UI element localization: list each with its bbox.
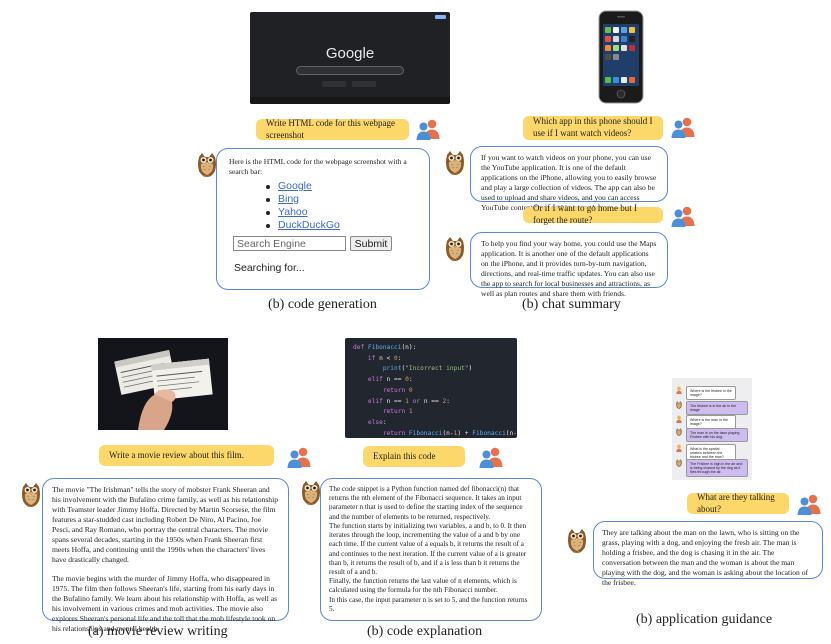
code-line: return Fibonacci(n-1) + Fibonacci(n-2) <box>382 429 517 437</box>
chat-screenshot: Where is the frisbee in the image?The fr… <box>672 378 752 480</box>
user-icon <box>796 493 822 515</box>
list-item: Bing <box>264 193 340 206</box>
owl-icon <box>300 480 322 506</box>
owl-icon <box>20 482 42 508</box>
user-avatar-icon <box>676 386 682 394</box>
owl-icon <box>444 236 466 262</box>
question-bubble-route: Or if I want to go home but I forget the… <box>523 203 663 225</box>
list-item: Yahoo <box>264 206 340 219</box>
answer-bubble-talking: They are talking about the man on the la… <box>593 521 823 587</box>
chat-message-row: Where is the man in the image? <box>675 415 749 429</box>
question-bubble-code-generation: Write HTML code for this webpage screens… <box>256 117 409 140</box>
link-yahoo[interactable]: Yahoo <box>278 206 308 218</box>
caption-movie-review: (a) movie review writing <box>88 624 228 639</box>
answer-text: To help you find your way home, you coul… <box>481 239 657 299</box>
question-bubble-code: Explain this code <box>363 446 465 467</box>
list-item: DuckDuckGo <box>264 219 340 232</box>
answer-paragraph: The movie "The Irishman" tells the story… <box>52 485 279 565</box>
list-item: Google <box>264 180 340 193</box>
code-line: def Fibonacci(n): <box>353 344 417 351</box>
chat-message-row: The frisbee is in the air in the image <box>675 401 749 415</box>
answer-bubble-videos: If you want to watch videos on your phon… <box>470 146 668 212</box>
chat-message-text: The frisbee is in the air in the image <box>686 401 748 415</box>
iphone-photo <box>598 10 644 104</box>
question-text: Write HTML code for this webpage screens… <box>266 117 396 140</box>
submit-button[interactable]: Submit <box>350 236 392 251</box>
caption-chat-summary: (b) chat summary <box>522 297 621 312</box>
link-google[interactable]: Google <box>278 180 312 192</box>
user-icon <box>478 446 504 468</box>
google-logo-text: Google <box>325 45 375 62</box>
answer-bubble-movie: The movie "The Irishman" tells the story… <box>42 478 289 633</box>
chat-message-row: The man is on the lawn playing Frisbee w… <box>675 428 749 442</box>
question-text: Explain this code <box>373 450 436 461</box>
answer-line: Finally, the function returns the last v… <box>329 577 517 595</box>
search-button-graphic <box>322 81 346 87</box>
answer-line: In this case, the input parameter n is s… <box>329 595 528 613</box>
question-text: Or if I want to go home but I forget the… <box>533 203 637 225</box>
code-line: else: <box>367 418 387 426</box>
owl-avatar-icon <box>675 459 683 467</box>
caption-code-explanation: (b) code explanation <box>367 624 483 639</box>
caption-application-guidance: (b) application guidance <box>636 612 773 627</box>
question-bubble-videos: Which app in this phone should I use if … <box>523 116 663 140</box>
code-line: elif n == 0: <box>367 376 413 384</box>
footer-bar-graphic <box>250 97 450 104</box>
question-text: Write a movie review about this film. <box>109 449 244 460</box>
owl-avatar-icon <box>675 428 683 436</box>
question-text: What are they talking about? <box>697 491 775 514</box>
caption-code-generation: (b) code generation <box>268 297 377 312</box>
chat-message-text: Where is the man in the image? <box>686 415 736 429</box>
question-text: Which app in this phone should I use if … <box>533 116 653 138</box>
code-line: return 1 <box>382 408 413 416</box>
answer-line: The function starts by initializing two … <box>329 521 527 576</box>
chat-message-row: Where is the frisbee in the image? <box>675 386 749 400</box>
answer-intro: Here is the HTML code for the webpage sc… <box>229 157 407 177</box>
link-bing[interactable]: Bing <box>278 193 300 205</box>
answer-bubble-code-generation: Here is the HTML code for the webpage sc… <box>216 148 430 290</box>
owl-icon <box>566 528 588 554</box>
code-line: print("Incorrect input") <box>382 365 473 373</box>
user-avatar-icon <box>676 444 682 452</box>
webpage-screenshot: Google <box>250 12 450 104</box>
user-icon <box>670 205 696 227</box>
owl-icon <box>444 150 466 176</box>
code-line: if n < 0: <box>367 354 402 362</box>
answer-paragraph: The movie begins with the murder of Jimm… <box>52 574 278 634</box>
code-line: elif n == 1 or n == 2: <box>367 397 450 405</box>
lucky-button-graphic <box>352 81 376 87</box>
movie-tickets-photo <box>98 338 228 430</box>
user-icon <box>286 446 312 468</box>
owl-icon <box>196 152 218 178</box>
question-bubble-talking: What are they talking about? <box>687 491 789 514</box>
question-bubble-movie: Write a movie review about this film. <box>99 445 274 466</box>
chat-message-text: The man is on the lawn playing Frisbee w… <box>686 428 748 442</box>
rendered-link-list: Google Bing Yahoo DuckDuckGo <box>264 180 340 232</box>
answer-line: The code snippet is a Python function na… <box>329 485 523 521</box>
user-icon <box>670 116 696 138</box>
answer-text: They are talking about the man on the la… <box>602 528 809 588</box>
code-line: return 0 <box>382 386 413 394</box>
chat-message-text: Where is the frisbee in the image? <box>686 386 736 400</box>
answer-bubble-route: To help you find your way home, you coul… <box>470 232 668 298</box>
chat-message-row: The Frisbee is high in the air and is be… <box>675 459 749 477</box>
owl-avatar-icon <box>675 401 683 409</box>
chat-message-text: The Frisbee is high in the air and is be… <box>686 459 748 477</box>
search-input[interactable]: Search Engine <box>233 236 346 251</box>
code-screenshot: def Fibonacci(n): if n < 0: print("Incor… <box>345 338 517 438</box>
signin-button-graphic <box>435 15 446 19</box>
user-avatar-icon <box>676 415 682 423</box>
answer-bubble-code: The code snippet is a Python function na… <box>320 478 542 621</box>
user-icon <box>415 118 441 140</box>
search-box-graphic <box>296 66 404 75</box>
link-duckduckgo[interactable]: DuckDuckGo <box>278 219 340 231</box>
status-text: Searching for... <box>234 262 305 274</box>
